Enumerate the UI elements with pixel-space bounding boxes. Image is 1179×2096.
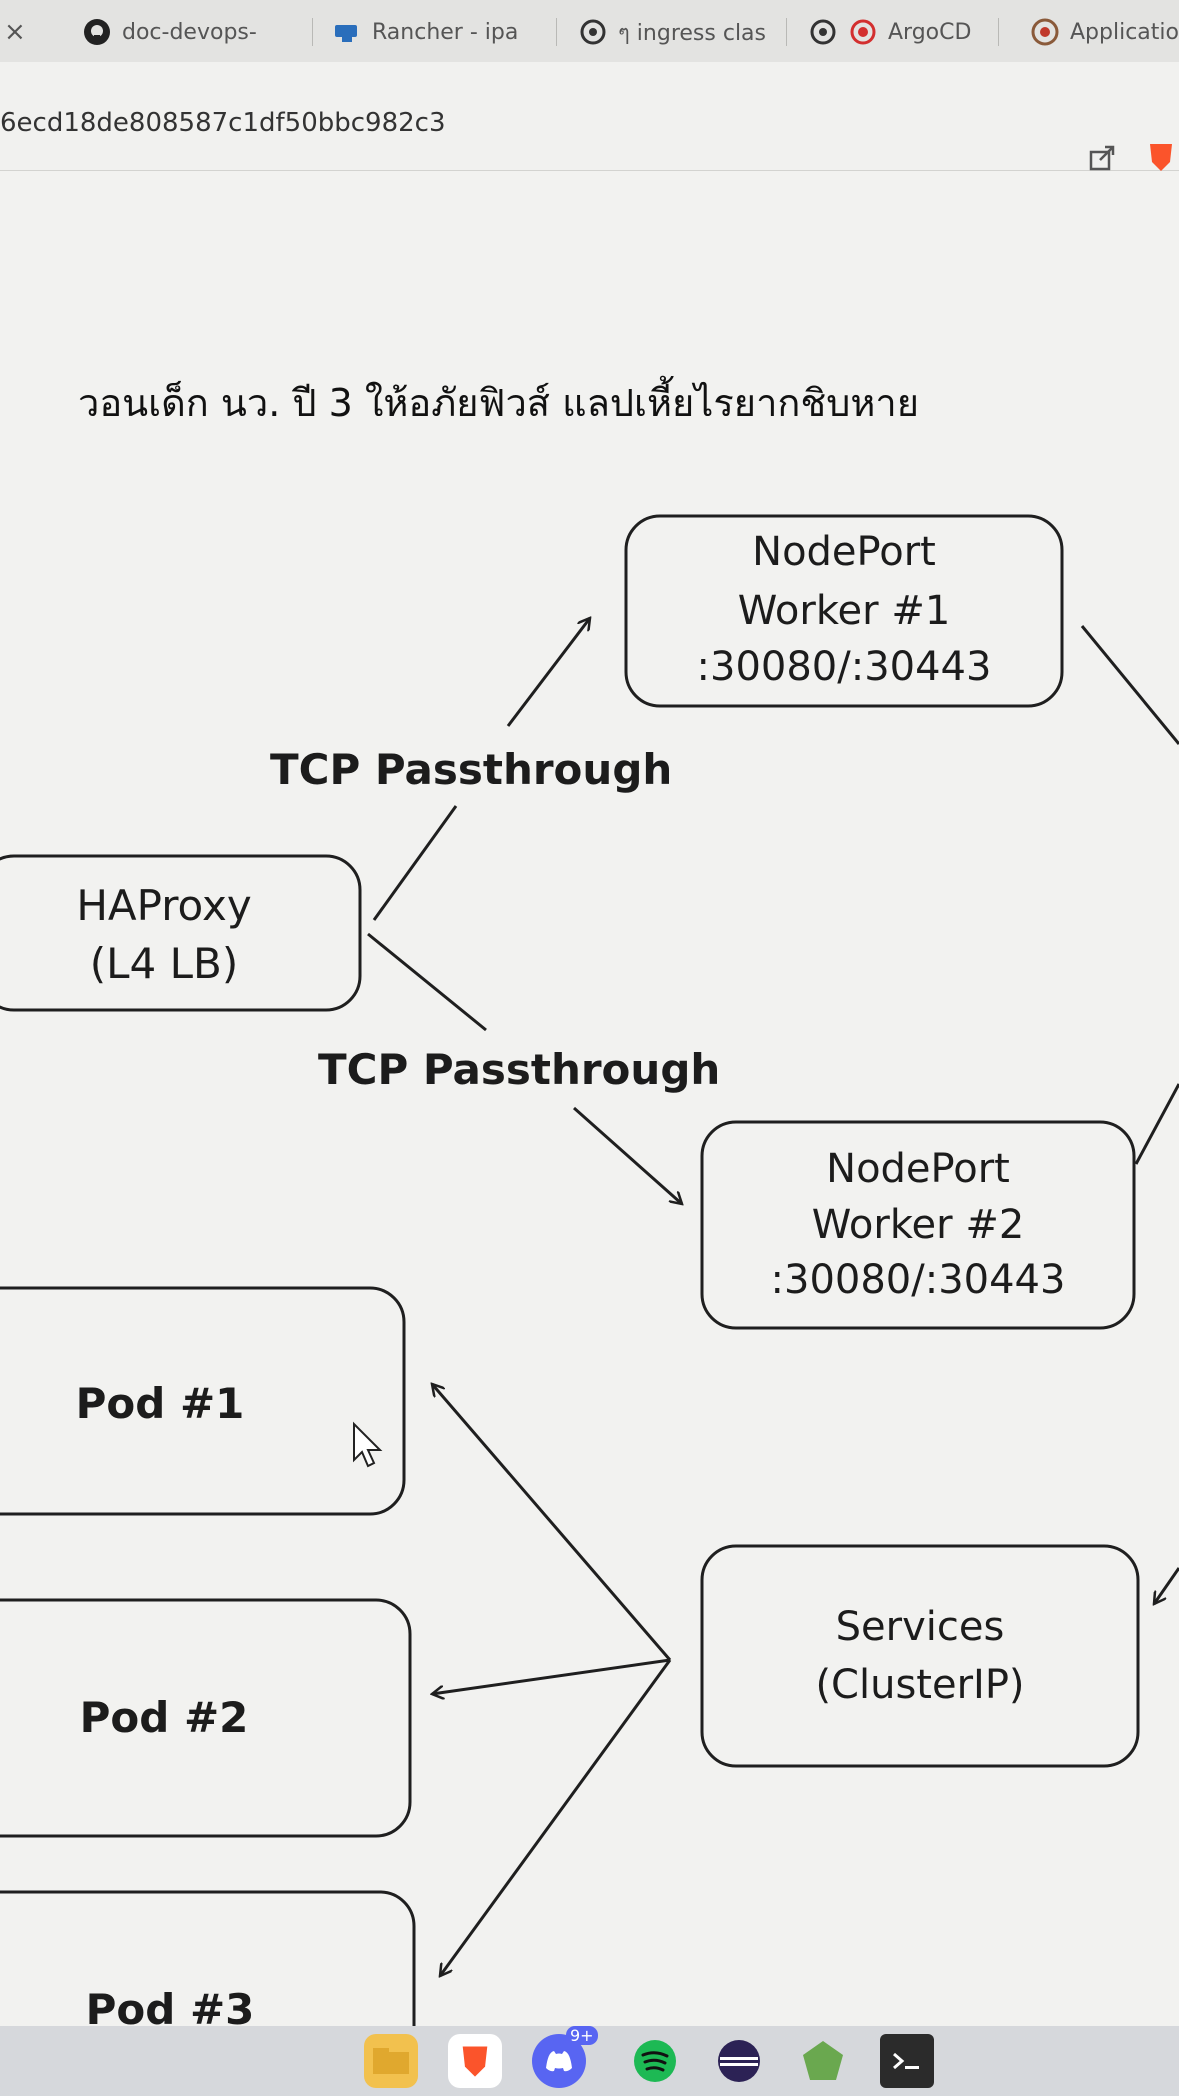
pod-1-box[interactable]: Pod #1 (0, 1286, 406, 1516)
worker2-line1: NodePort (826, 1146, 1010, 1192)
chatgpt-icon (808, 17, 838, 47)
pod-2-label: Pod #2 (80, 1693, 249, 1742)
app-icon[interactable] (796, 2034, 850, 2088)
share-icon[interactable] (1088, 142, 1118, 176)
tab-argocd[interactable]: ArgoCD (808, 10, 971, 54)
browser-tab-bar: × doc-devops- Rancher - ipa ๆ ingress cl… (0, 0, 1179, 63)
github-icon (82, 17, 112, 47)
tab-label: ๆ ingress clas (618, 20, 766, 46)
files-icon[interactable] (364, 2034, 418, 2088)
tab-rancher[interactable]: Rancher - ipa (332, 10, 518, 54)
edge-worker-2-offscreen (1134, 1083, 1179, 1165)
edge-worker-1-offscreen (1080, 625, 1179, 745)
close-tab-icon[interactable]: × (4, 17, 26, 47)
tab-application[interactable]: Application (1030, 10, 1179, 54)
services-line1: Services (836, 1604, 1005, 1650)
pod-3-label: Pod #3 (86, 1985, 255, 2034)
tab-separator (556, 18, 557, 46)
edge-haproxy-to-label-top (372, 805, 458, 921)
tab-separator (312, 18, 313, 46)
rancher-icon (332, 17, 362, 47)
arrow-into-services (1154, 1567, 1179, 1604)
chatgpt-icon (578, 17, 608, 47)
tab-separator (998, 18, 999, 46)
worker2-line2: Worker #2 (812, 1202, 1025, 1248)
application-icon (1030, 17, 1060, 47)
terminal-icon[interactable] (880, 2034, 934, 2088)
services-line2: (ClusterIP) (815, 1662, 1024, 1708)
brave-icon[interactable] (448, 2034, 502, 2088)
nodeport-worker-1-box[interactable]: NodePort Worker #1 :30080/:30443 (624, 514, 1064, 708)
tab-label: Application (1070, 19, 1179, 45)
worker1-line2: Worker #1 (738, 588, 951, 634)
worker1-line1: NodePort (752, 529, 936, 575)
edge-label-tcp-passthrough-top: TCP Passthrough (270, 745, 672, 794)
pod-3-box[interactable]: Pod #3 (0, 1890, 416, 2096)
arrow-to-worker-1 (506, 618, 590, 727)
pod-2-box[interactable]: Pod #2 (0, 1598, 412, 1838)
services-clusterip-box[interactable]: Services (ClusterIP) (700, 1544, 1140, 1768)
mouse-cursor-icon (353, 1421, 383, 1468)
edge-label-tcp-passthrough-bottom: TCP Passthrough (318, 1045, 720, 1094)
worker1-line3: :30080/:30443 (697, 644, 992, 690)
address-bar[interactable]: 6ecd18de808587c1df50bbc982c3 (0, 62, 1179, 171)
tab-doc-devops[interactable]: doc-devops- (82, 10, 257, 54)
haproxy-line1: HAProxy (76, 881, 251, 930)
tab-label: Rancher - ipa (372, 19, 519, 45)
tab-label: doc-devops- (122, 19, 257, 45)
page-heading: วอนเด็ก นว. ปี 3 ให้อภัยฟิวส์ แลปเหี้ยไร… (78, 381, 919, 425)
tab-label: ArgoCD (888, 19, 972, 45)
taskbar: 9+ (0, 2026, 1179, 2096)
arrow-to-pod-3 (440, 1659, 672, 1976)
worker2-line3: :30080/:30443 (771, 1257, 1066, 1303)
haproxy-line2: (L4 LB) (90, 939, 238, 988)
notification-badge: 9+ (566, 2026, 598, 2045)
diagram-canvas (0, 171, 1179, 2026)
url-text[interactable]: 6ecd18de808587c1df50bbc982c3 (0, 108, 446, 138)
tab-ingress[interactable]: ๆ ingress clas (578, 10, 766, 54)
pod-1-label: Pod #1 (76, 1379, 245, 1428)
tab-separator (786, 18, 787, 46)
arrow-to-worker-2 (573, 1106, 682, 1204)
edge-haproxy-to-label-bottom (367, 932, 487, 1032)
arrow-to-pod-2 (432, 1658, 671, 1694)
eclipse-icon[interactable] (712, 2034, 766, 2088)
brave-shield-icon[interactable] (1146, 140, 1176, 178)
discord-icon[interactable]: 9+ (532, 2026, 598, 2088)
arrow-to-pod-1 (432, 1384, 672, 1661)
argocd-icon (848, 17, 878, 47)
nodeport-worker-2-box[interactable]: NodePort Worker #2 :30080/:30443 (700, 1120, 1136, 1330)
haproxy-box[interactable]: HAProxy (L4 LB) (0, 854, 362, 1012)
spotify-icon[interactable] (628, 2034, 682, 2088)
